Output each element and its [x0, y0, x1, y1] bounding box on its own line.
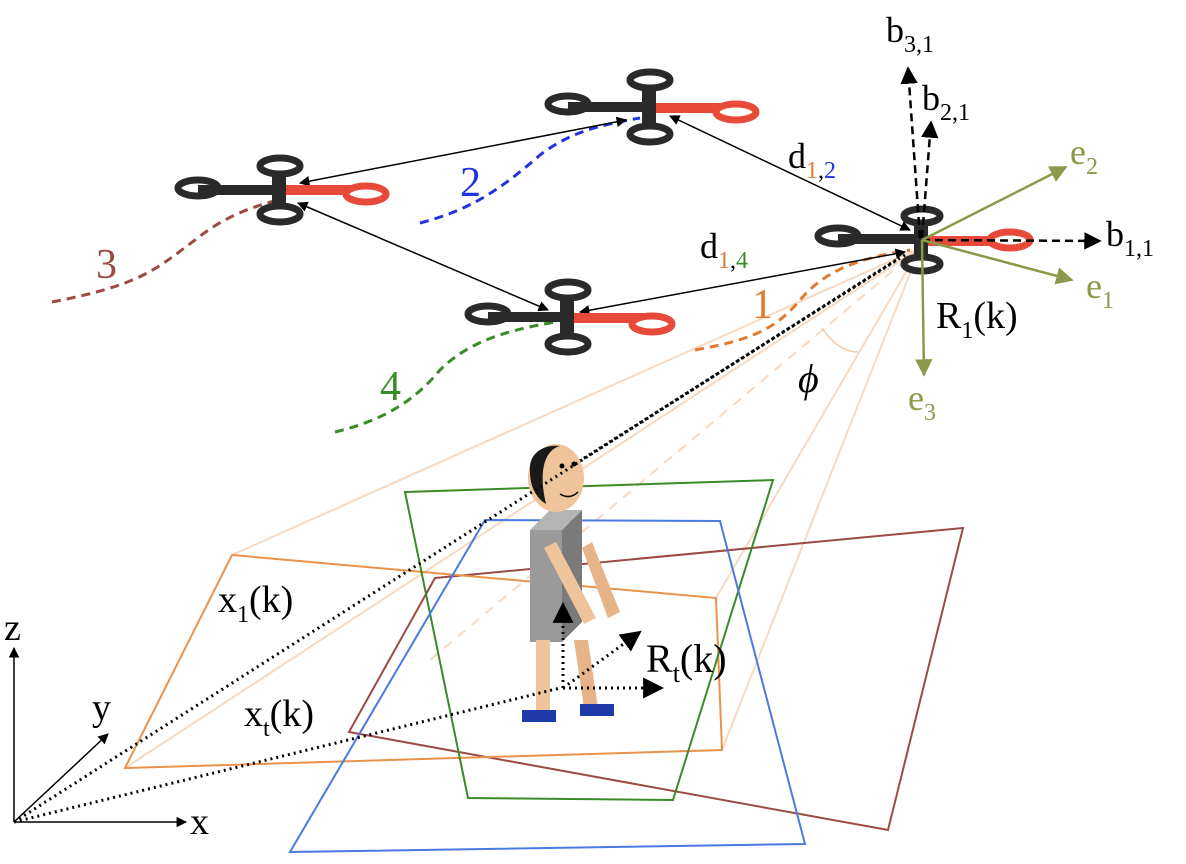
- distance-arrow-2-3: [298, 116, 628, 187]
- label-x1: x1(k): [218, 579, 293, 628]
- label-d14: d1,4: [700, 226, 748, 274]
- label-xt: xt(k): [244, 693, 314, 742]
- world-axis-z-label: z: [4, 607, 21, 649]
- angle-phi-arc: [821, 327, 859, 353]
- distance-arrow-1-4: [578, 248, 907, 316]
- drone-uav-2: [544, 68, 760, 146]
- footprint-uav-2: [288, 518, 807, 854]
- label-e3: e3: [908, 378, 936, 426]
- footprint-uav-4: [403, 478, 775, 802]
- vector-x1: [13, 258, 897, 824]
- label-Rt: Rt(k): [646, 636, 727, 688]
- uav-label-1: 1: [752, 282, 773, 328]
- label-d12: d1,2: [788, 136, 836, 184]
- trajectory-uav-3: [51, 196, 286, 304]
- drone-uav-3: [174, 154, 390, 226]
- frame-axis-e3: [915, 239, 933, 377]
- body-axis-b31: [900, 66, 922, 239]
- uav-label-4: 4: [380, 364, 401, 410]
- label-b21: b2,1: [922, 78, 970, 126]
- label-b31: b3,1: [886, 10, 934, 58]
- vector-xt: [13, 686, 561, 824]
- label-e2: e2: [1070, 132, 1098, 180]
- world-axis-y: [13, 733, 109, 823]
- drone-uav-4: [464, 278, 676, 356]
- trajectory-uav-4: [334, 320, 556, 434]
- line-of-sight: [577, 253, 906, 464]
- label-b11: b1,1: [1106, 214, 1154, 262]
- label-R1: R1(k): [936, 295, 1018, 344]
- distance-arrow-3-4: [297, 201, 549, 312]
- world-axis-y-label: y: [92, 687, 111, 729]
- body-axis-b11: [921, 232, 1102, 250]
- camera-fov-cone: [124, 247, 921, 769]
- footprint-uav-1: [123, 553, 724, 770]
- target-axis-side: [562, 630, 642, 690]
- distance-arrow-1-2: [669, 115, 911, 231]
- body-axis-b21: [920, 120, 939, 239]
- footprint-uav-3: [347, 526, 965, 832]
- uav-label-3: 3: [96, 242, 117, 288]
- frame-axis-e2: [921, 165, 1068, 242]
- label-phi: ϕ: [798, 356, 819, 401]
- world-axis-x-label: x: [190, 801, 209, 843]
- frame-axis-e1: [921, 238, 1074, 285]
- trajectory-uav-2: [419, 116, 641, 225]
- label-e1: e1: [1086, 266, 1114, 314]
- uav-label-2: 2: [460, 160, 481, 206]
